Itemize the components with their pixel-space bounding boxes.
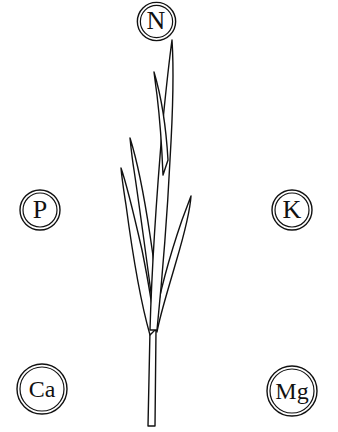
nutrient-circle: P	[19, 189, 61, 231]
nutrient-circle: Ca	[16, 363, 68, 415]
nutrient-circle: N	[136, 1, 177, 42]
element-symbol: Ca	[29, 377, 56, 401]
nutrient-circle: Mg	[266, 365, 318, 417]
nutrient-circle: K	[271, 189, 313, 231]
element-symbol: N	[147, 8, 166, 34]
element-symbol: P	[33, 197, 47, 223]
element-symbol: Mg	[275, 379, 308, 403]
element-symbol: K	[283, 197, 302, 223]
